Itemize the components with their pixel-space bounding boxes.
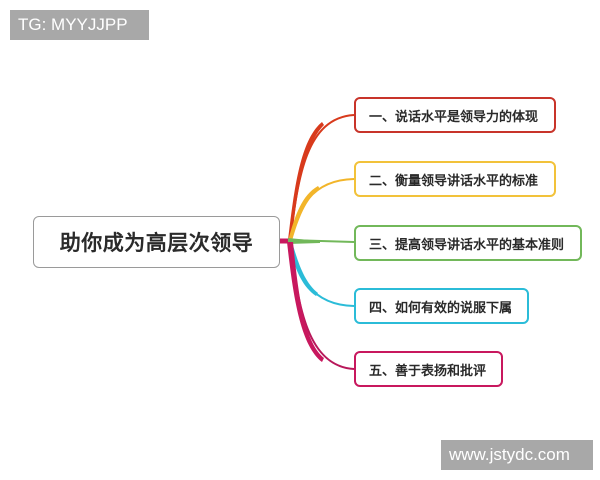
central-topic[interactable]: 助你成为高层次领导 (33, 216, 280, 268)
watermark-top: TG: MYYJJPP (10, 10, 149, 40)
branch-node-label: 一、说话水平是领导力的体现 (369, 109, 539, 125)
branch-node-label: 五、善于表扬和批评 (369, 363, 487, 379)
connector-branch-2-thick (288, 186, 320, 241)
central-topic-label: 助你成为高层次领导 (59, 231, 254, 255)
branch-node-label: 三、提高领导讲话水平的基本准则 (369, 237, 565, 253)
connector-branch-4-thick (288, 242, 318, 296)
branch-node-1[interactable]: 一、说话水平是领导力的体现 (354, 97, 556, 133)
branch-node-3[interactable]: 三、提高领导讲话水平的基本准则 (354, 225, 582, 261)
connector-branch-3-thick (288, 238, 320, 244)
branch-node-5[interactable]: 五、善于表扬和批评 (354, 351, 503, 387)
watermark-bottom: www.jstydc.com (441, 440, 593, 470)
branch-node-label: 四、如何有效的说服下属 (369, 300, 513, 316)
branch-node-label: 二、衡量领导讲话水平的标准 (369, 173, 539, 189)
branch-node-2[interactable]: 二、衡量领导讲话水平的标准 (354, 161, 556, 197)
connector-branch-5-thick (287, 242, 324, 362)
branch-node-4[interactable]: 四、如何有效的说服下属 (354, 288, 529, 324)
